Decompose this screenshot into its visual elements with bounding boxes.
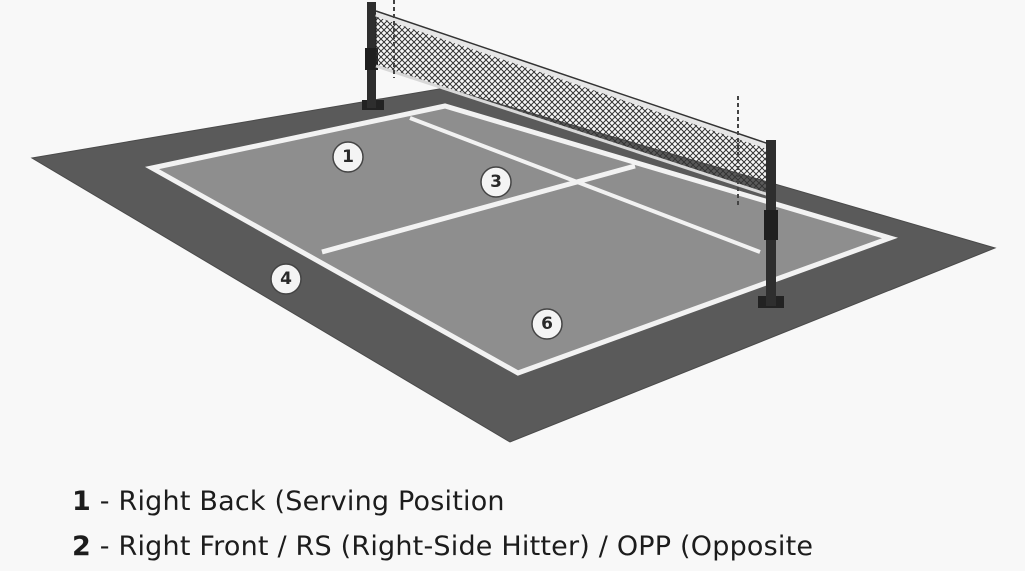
- court-surface: [152, 106, 890, 373]
- court-boundary-lines: [144, 103, 898, 376]
- legend-item-1-text: - Right Back (Serving Position: [91, 486, 505, 517]
- position-marker-6-label: 6: [541, 314, 553, 334]
- position-marker-4: 4: [270, 263, 302, 295]
- net-top-band-edge: [375, 10, 773, 146]
- volleyball-court-diagram: 1 3 4 6: [30, 0, 997, 443]
- position-marker-3-label: 3: [490, 172, 502, 192]
- position-marker-3: 3: [480, 166, 512, 198]
- right-post-pad: [764, 210, 778, 240]
- legend-item-1-number: 1: [72, 486, 91, 517]
- attack-line: [321, 163, 636, 255]
- legend-item-2: 2 - Right Front / RS (Right-Side Hitter)…: [72, 531, 813, 562]
- position-marker-1-label: 1: [342, 147, 354, 167]
- legend-item-2-number: 2: [72, 531, 91, 562]
- left-post-pad: [365, 48, 378, 70]
- legend-item-2-text: - Right Front / RS (Right-Side Hitter) /…: [91, 531, 814, 562]
- position-marker-6: 6: [531, 308, 563, 340]
- net-top-band: [375, 11, 773, 151]
- position-marker-1: 1: [332, 141, 364, 173]
- net-bottom-band: [375, 64, 773, 198]
- center-line: [409, 116, 761, 254]
- legend-item-1: 1 - Right Back (Serving Position: [72, 486, 505, 517]
- position-marker-4-label: 4: [280, 269, 292, 289]
